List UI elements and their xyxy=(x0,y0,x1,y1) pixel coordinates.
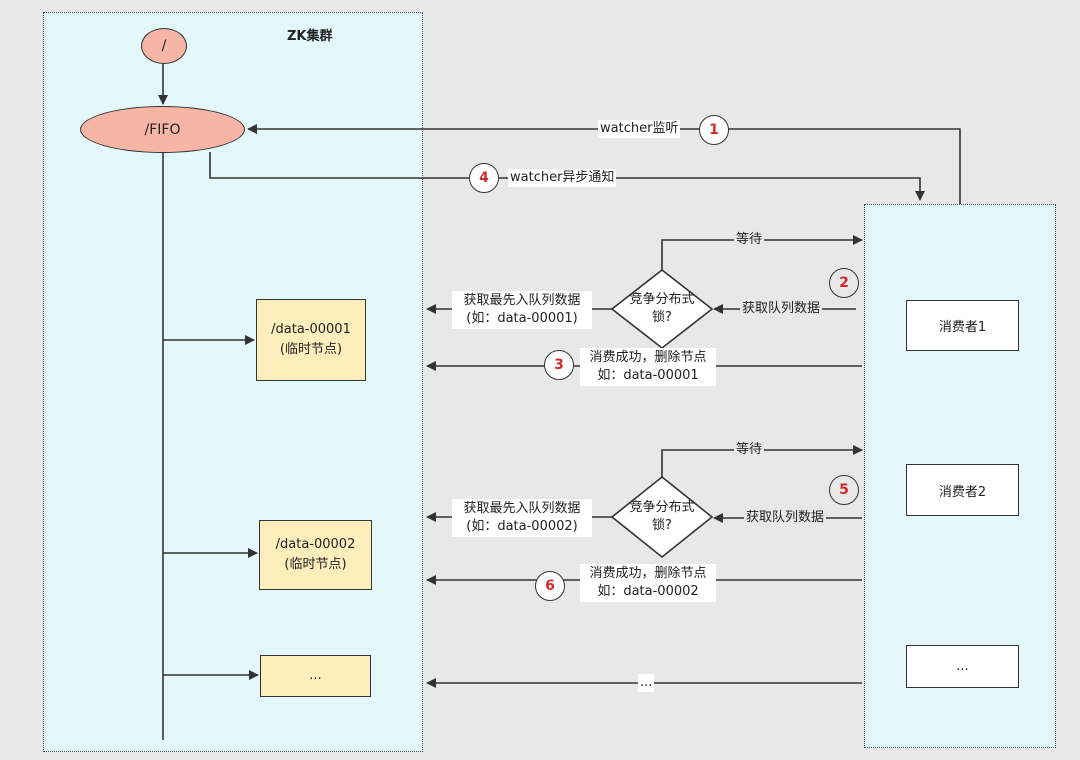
wait-arrow-1 xyxy=(661,235,863,270)
step-3-number: 3 xyxy=(554,357,564,373)
data-node-3-name: ... xyxy=(309,668,322,683)
root-node: / xyxy=(141,28,187,64)
step-2-badge: 2 xyxy=(829,268,859,298)
get-queue-label-1: 获取队列数据 xyxy=(740,300,823,318)
watcher-listen-label: watcher监听 xyxy=(598,120,681,138)
step-4-badge: 4 xyxy=(469,163,499,193)
consumer-3-label: ... xyxy=(956,659,969,674)
data-node-1-type: (临时节点) xyxy=(279,342,343,357)
fifo-node-label: /FIFO xyxy=(144,121,181,138)
wait-arrow-2 xyxy=(661,445,863,477)
data-node-1: /data-00001 (临时节点) xyxy=(256,299,366,381)
fetch-label-2: 获取最先入队列数据 (如：data-00002) xyxy=(452,499,592,537)
data-node-2-name: /data-00002 xyxy=(275,537,356,552)
step-6-badge: 6 xyxy=(535,571,565,601)
watcher-notify-label: watcher异步通知 xyxy=(508,169,617,187)
fetch-label-1-line2: (如：data-00001) xyxy=(466,311,578,326)
step-2-number: 2 xyxy=(839,275,849,291)
consumer-3: ... xyxy=(906,645,1019,688)
get-queue-label-2: 获取队列数据 xyxy=(744,509,827,527)
data-node-2-type: (临时节点) xyxy=(284,557,347,572)
wait-label-1: 等待 xyxy=(734,231,765,249)
step-1-badge: 1 xyxy=(699,115,729,145)
data-node-1-name: /data-00001 xyxy=(271,322,351,337)
cluster-title: ZK集群 xyxy=(287,29,333,44)
ellipsis-label: ... xyxy=(638,674,655,692)
delete-label-2: 消费成功，删除节点 如：data-00002 xyxy=(580,564,716,602)
fetch-label-1: 获取最先入队列数据 (如：data-00001) xyxy=(452,291,592,329)
root-node-label: / xyxy=(161,38,167,54)
step-4-number: 4 xyxy=(479,170,489,186)
fetch-label-2-line2: (如：data-00002) xyxy=(466,519,578,534)
decision-label-2: 竞争分布式 锁? xyxy=(612,498,712,536)
delete-label-1: 消费成功，删除节点 如：data-00001 xyxy=(580,348,716,386)
step-1-number: 1 xyxy=(709,122,719,138)
delete-label-2-line1: 消费成功，删除节点 xyxy=(589,566,707,581)
step-6-number: 6 xyxy=(545,578,555,594)
fifo-node: /FIFO xyxy=(80,106,245,153)
step-3-badge: 3 xyxy=(544,350,574,380)
decision-label-1-line1: 竞争分布式 xyxy=(629,292,695,307)
decision-label-1: 竞争分布式 锁? xyxy=(612,290,712,328)
decision-label-2-line1: 竞争分布式 xyxy=(629,500,695,515)
step-5-badge: 5 xyxy=(829,475,859,505)
watcher-listen-arrow xyxy=(247,124,961,204)
step-5-number: 5 xyxy=(839,482,849,498)
delete-label-1-line2: 如：data-00001 xyxy=(597,368,699,383)
wait-label-2: 等待 xyxy=(734,441,765,459)
decision-label-1-line2: 锁? xyxy=(652,310,672,325)
decision-diamond-2 xyxy=(610,475,714,559)
consumer-2-label: 消费者2 xyxy=(938,484,987,500)
delete-label-1-line1: 消费成功，删除节点 xyxy=(589,350,707,365)
data-node-2: /data-00002 (临时节点) xyxy=(259,520,372,590)
delete-label-2-line2: 如：data-00002 xyxy=(597,584,699,599)
consumer-1: 消费者1 xyxy=(906,300,1019,351)
consumer-2: 消费者2 xyxy=(906,464,1019,516)
consumer-1-label: 消费者1 xyxy=(938,320,987,335)
fetch-label-2-line1: 获取最先入队列数据 xyxy=(463,501,581,516)
fetch-label-1-line1: 获取最先入队列数据 xyxy=(463,293,581,308)
decision-label-2-line2: 锁? xyxy=(652,518,672,533)
data-node-3: ... xyxy=(260,655,371,697)
